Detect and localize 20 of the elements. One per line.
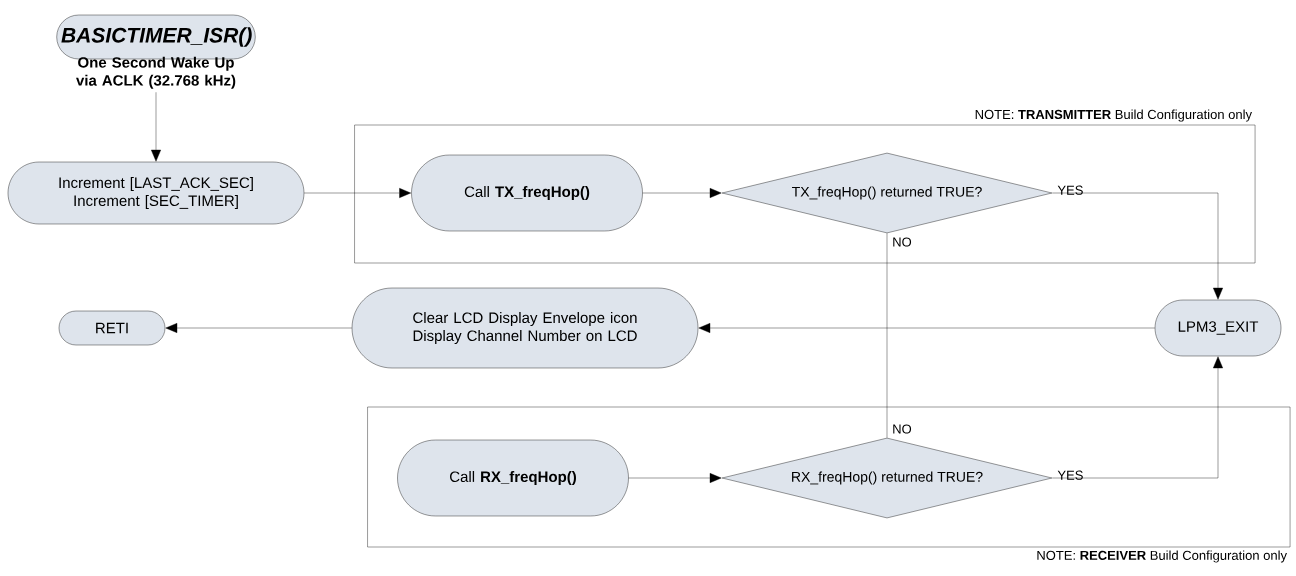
connector-arrow <box>642 188 722 198</box>
edge-label: YES <box>1057 185 1083 195</box>
node-label: NOTE: RECEIVER Build Configuration only <box>1037 550 1287 563</box>
connector-arrow <box>304 188 411 198</box>
connector-arrow <box>1052 356 1223 479</box>
connector-arrow <box>698 323 1155 333</box>
process-box: Call TX_freqHop() <box>411 154 643 232</box>
connector-arrow <box>151 92 161 162</box>
node-label: NOTE: TRANSMITTER Build Configuration only <box>975 109 1252 122</box>
connector-arrow <box>165 323 352 333</box>
branch-label: NO <box>893 424 912 434</box>
connector-arrow <box>1052 192 1223 300</box>
process-box: Call RX_freqHop() <box>397 439 629 517</box>
edge-label: YES <box>1057 470 1083 480</box>
process-box: Increment [LAST_ACK_SEC] Increment [SEC_TIMER] <box>7 161 305 225</box>
edge-label: NO <box>893 237 912 247</box>
process-box: LPM3_EXIT <box>1154 299 1282 357</box>
end-terminal: RETI <box>58 310 166 346</box>
process-box: Clear LCD Display Envelope icon Display Channel Number on LCD <box>351 287 699 369</box>
connector-arrow <box>628 473 722 483</box>
